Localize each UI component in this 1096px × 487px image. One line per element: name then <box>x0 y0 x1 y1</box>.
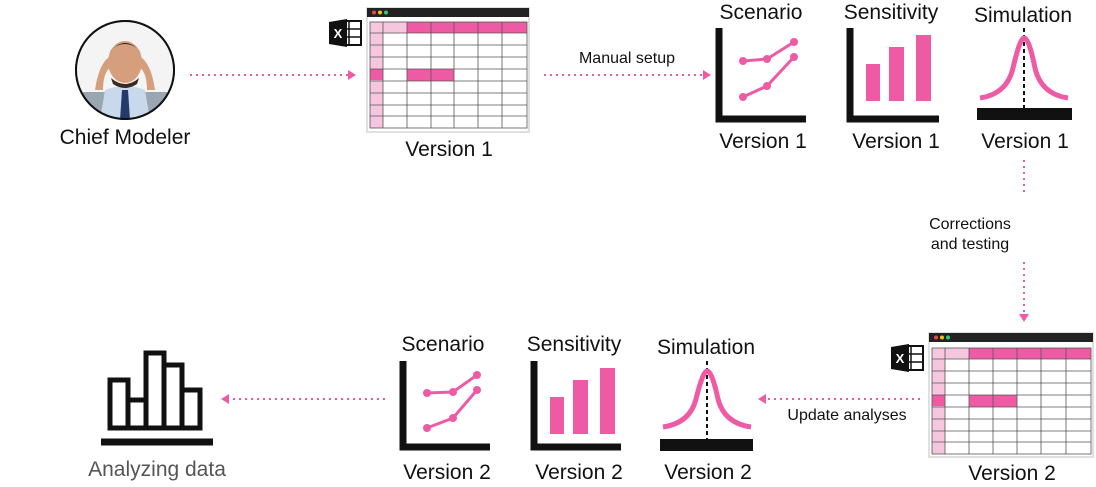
person-label: Chief Modeler <box>59 126 191 149</box>
corrections-label-2: and testing <box>930 236 1010 253</box>
manual-setup-label: Manual setup <box>578 50 676 67</box>
simulation-v1-title: Simulation <box>973 4 1073 27</box>
arrow-update-analyses <box>758 394 920 404</box>
sensitivity-v1-title: Sensitivity <box>843 1 939 24</box>
simulation-v2-version: Version 2 <box>664 461 752 484</box>
spreadsheet-v2 <box>928 332 1094 458</box>
simulation-v1-version: Version 1 <box>981 130 1069 153</box>
scenario-chart-v1 <box>715 28 806 123</box>
avatar <box>75 20 175 120</box>
simulation-chart-v2 <box>660 361 753 451</box>
sensitivity-v2-title: Sensitivity <box>526 333 622 356</box>
update-analyses-label: Update analyses <box>787 407 907 424</box>
arrow-to-analyzing <box>221 394 385 404</box>
sensitivity-chart-v2 <box>530 361 621 451</box>
spreadsheet-v2-label: Version 2 <box>968 462 1056 485</box>
scenario-v1-version: Version 1 <box>719 130 807 153</box>
excel-icon: X <box>329 18 363 48</box>
arrow-corrections <box>1019 160 1029 322</box>
scenario-chart-v2 <box>399 361 490 451</box>
sensitivity-chart-v1 <box>846 28 939 123</box>
bar-chart-icon <box>101 350 213 446</box>
svg-text:X: X <box>896 351 905 366</box>
scenario-v2-version: Version 2 <box>403 461 491 484</box>
scenario-v1-title: Scenario <box>719 1 803 24</box>
simulation-chart-v1 <box>977 28 1072 120</box>
analyzing-data-label: Analyzing data <box>88 458 226 481</box>
excel-icon: X <box>891 343 925 373</box>
arrow-manual-setup <box>544 70 711 80</box>
svg-text:X: X <box>334 26 343 41</box>
corrections-label-1: Corrections <box>929 216 1011 233</box>
arrow-to-spreadsheet-v1 <box>190 70 356 80</box>
simulation-v2-title: Simulation <box>656 336 756 359</box>
spreadsheet-v1-label: Version 1 <box>405 138 493 161</box>
spreadsheet-v1 <box>366 7 530 133</box>
sensitivity-v2-version: Version 2 <box>535 461 623 484</box>
scenario-v2-title: Scenario <box>401 333 485 356</box>
sensitivity-v1-version: Version 1 <box>852 130 940 153</box>
